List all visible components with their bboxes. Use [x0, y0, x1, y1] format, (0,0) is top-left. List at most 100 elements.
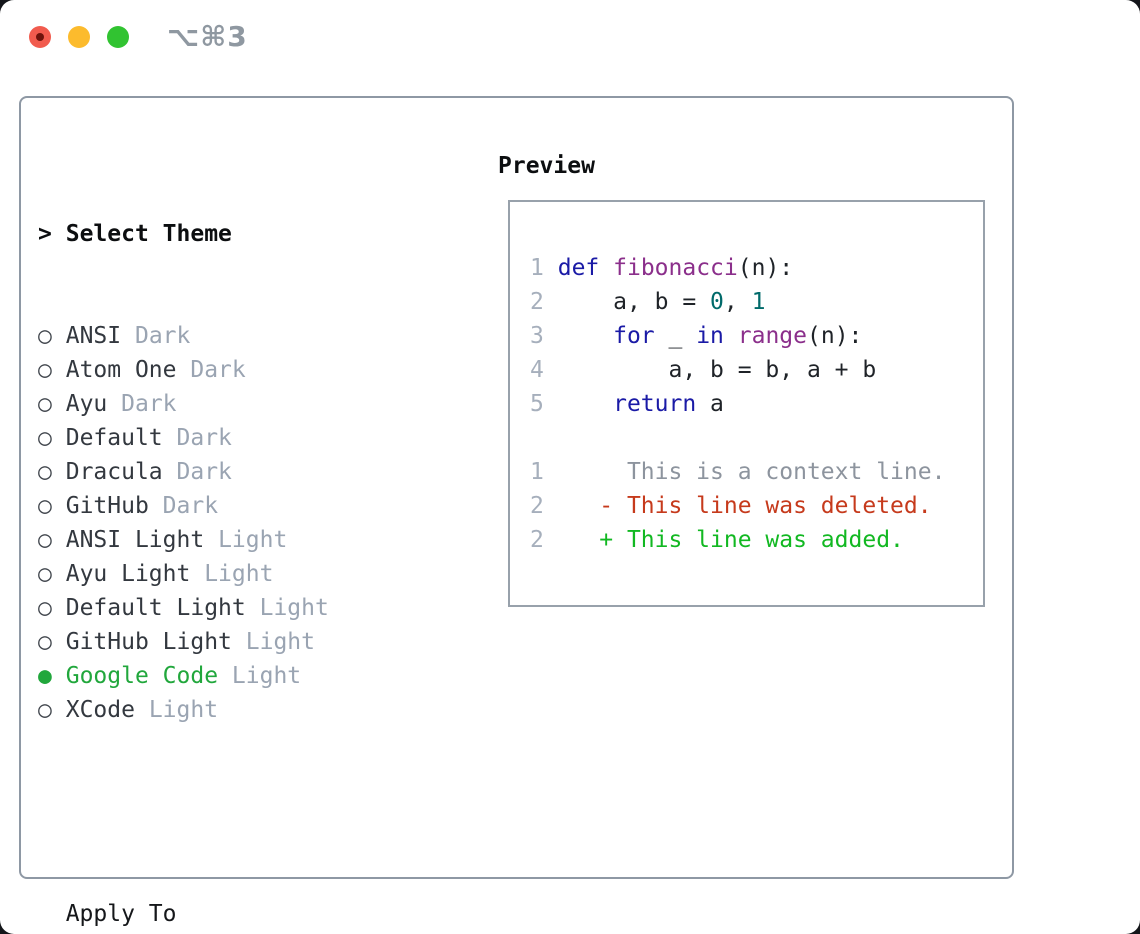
close-dot-icon [36, 33, 44, 41]
theme-option-github-light[interactable]: ○ GitHub Light Light [38, 625, 426, 659]
theme-name: ANSI Light [65, 527, 205, 553]
theme-picker-left-column: > Select Theme ○ ANSI Dark○ Atom One Dar… [38, 149, 426, 934]
theme-variant-tag: Light [259, 595, 329, 621]
theme-name: Default Light [65, 595, 246, 621]
code-line: 1 This is a context line. [530, 455, 983, 489]
zoom-button[interactable] [107, 26, 129, 48]
theme-variant-tag: Light [148, 697, 219, 723]
code-line: 3 for _ in range(n): [530, 319, 983, 353]
theme-option-google-code[interactable]: ● Google Code Light [38, 659, 426, 693]
theme-picker-panel: > Select Theme ○ ANSI Dark○ Atom One Dar… [19, 96, 1014, 927]
theme-variant-tag: Dark [134, 323, 191, 349]
theme-option-ayu-light[interactable]: ○ Ayu Light Light [38, 557, 426, 591]
theme-name: Default [65, 425, 163, 451]
code-token-ctx: This is a context line. [543, 459, 946, 485]
theme-name: XCode [65, 697, 135, 723]
line-number: 3 [530, 323, 544, 349]
code-token-pln: (n): [737, 255, 794, 281]
code-token-pln: a, b = [543, 289, 711, 315]
line-number: 5 [530, 391, 544, 417]
apply-to-header: Apply To [38, 897, 426, 931]
code-token-pln [544, 323, 613, 349]
radio-icon: ○ [38, 527, 52, 553]
radio-icon: ○ [38, 391, 52, 417]
code-token-pln [544, 493, 599, 519]
spacer [38, 795, 426, 829]
code-token-add: + This line was added. [599, 527, 904, 553]
line-number: 1 [530, 255, 544, 281]
radio-icon: ○ [38, 697, 52, 723]
radio-icon: ○ [38, 459, 52, 485]
code-token-pln [724, 323, 738, 349]
theme-option-xcode[interactable]: ○ XCode Light [38, 693, 426, 727]
code-token-pln [544, 527, 599, 553]
theme-option-ayu[interactable]: ○ Ayu Dark [38, 387, 426, 421]
code-line: 1 def fibonacci(n): [530, 251, 983, 285]
code-token-lit: 0 [710, 289, 724, 315]
code-token-pln: a, b = b, a + b [543, 357, 877, 383]
apply-to-label: Apply To [65, 901, 177, 927]
radio-icon: ○ [38, 561, 52, 587]
theme-variant-tag: Dark [176, 425, 232, 451]
theme-option-dracula[interactable]: ○ Dracula Dark [38, 455, 426, 489]
theme-option-atom-one[interactable]: ○ Atom One Dark [38, 353, 426, 387]
code-token-kwd: def [557, 255, 600, 281]
theme-option-default-light[interactable]: ○ Default Light Light [38, 591, 426, 625]
line-number: 4 [530, 357, 544, 383]
code-token-typ: range [737, 323, 808, 349]
theme-name: Google Code [65, 663, 219, 689]
code-token-pln: a [696, 391, 724, 417]
code-token-lit: 1 [751, 289, 766, 315]
theme-name: GitHub Light [65, 629, 232, 655]
radio-icon: ○ [38, 629, 52, 655]
line-number: 2 [530, 527, 544, 553]
theme-name: Ayu [65, 391, 108, 417]
theme-name: Dracula [65, 459, 163, 485]
code-token-pln: (n): [807, 323, 863, 349]
radio-icon: ○ [38, 323, 52, 349]
line-number: 1 [530, 459, 544, 485]
code-token-pln [599, 255, 613, 281]
theme-variant-tag: Dark [162, 493, 219, 519]
code-token-pln: , [723, 289, 752, 315]
code-token-pln [544, 391, 613, 417]
theme-option-github[interactable]: ○ GitHub Dark [38, 489, 426, 523]
theme-option-ansi[interactable]: ○ ANSI Dark [38, 319, 426, 353]
theme-variant-tag: Dark [176, 459, 232, 485]
window-titlebar: ⌥⌘3 [0, 0, 1140, 76]
code-line: 5 return a [530, 387, 983, 421]
window-title: ⌥⌘3 [167, 20, 248, 53]
code-token-del: - This line was deleted. [599, 493, 932, 519]
theme-name: Atom One [65, 357, 177, 383]
minimize-button[interactable] [68, 26, 90, 48]
code-line: 2 - This line was deleted. [530, 489, 983, 523]
theme-name: ANSI [65, 323, 122, 349]
preview-label: Preview [498, 153, 595, 179]
code-token-pln [544, 255, 558, 281]
line-number: 2 [530, 289, 544, 315]
code-line: 2 a, b = 0, 1 [530, 285, 983, 319]
theme-name: GitHub [65, 493, 149, 519]
code-token-pln: _ [654, 323, 697, 349]
select-theme-header: > Select Theme [38, 217, 426, 251]
radio-selected-icon: ● [38, 663, 52, 689]
theme-variant-tag: Light [218, 527, 288, 553]
code-token-kwd: return [613, 391, 697, 417]
theme-option-ansi-light[interactable]: ○ ANSI Light Light [38, 523, 426, 557]
close-button[interactable] [29, 26, 51, 48]
line-number: 2 [530, 493, 544, 519]
theme-variant-tag: Dark [190, 357, 246, 383]
radio-icon: ○ [38, 357, 52, 383]
radio-icon: ○ [38, 425, 52, 451]
theme-variant-tag: Dark [121, 391, 177, 417]
radio-icon: ○ [38, 595, 52, 621]
radio-icon: ○ [38, 493, 52, 519]
code-token-typ: fibonacci [613, 255, 738, 281]
code-line: 2 + This line was added. [530, 523, 983, 557]
theme-name: Ayu Light [65, 561, 191, 587]
focus-caret-icon: > [38, 221, 52, 247]
code-token-kwd: in [696, 323, 724, 349]
theme-option-default[interactable]: ○ Default Dark [38, 421, 426, 455]
